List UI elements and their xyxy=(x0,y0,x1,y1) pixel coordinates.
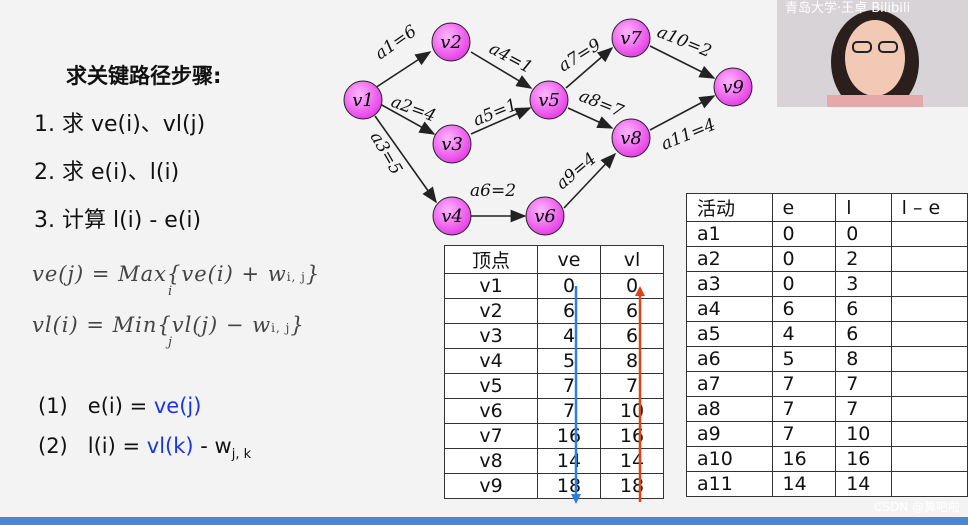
svg-text:v9: v9 xyxy=(722,77,744,98)
step-1: 1. 求 ve(i)、vl(j) xyxy=(34,112,206,137)
watermark: CSDN @算吧啦 xyxy=(873,500,960,514)
step-2: 2. 求 e(i)、l(i) xyxy=(34,160,180,185)
node-v5: v5 xyxy=(529,80,569,120)
header-e: e xyxy=(771,193,837,222)
bottom-bar xyxy=(0,517,968,525)
svg-text:v2: v2 xyxy=(440,32,462,53)
node-v6: v6 xyxy=(525,196,565,236)
node-v7: v7 xyxy=(611,18,651,58)
edge-label: a2=4 xyxy=(388,92,438,127)
edge-a5 xyxy=(470,107,532,135)
header-l-minus-e: l – e xyxy=(890,193,968,222)
svg-text:v4: v4 xyxy=(441,206,463,227)
vertex-table-arrows xyxy=(571,286,645,504)
aoe-graph: a1=6 a2=4 a3=5 a4=1 a5=1 a6=2 a7=9 a8=7 … xyxy=(343,18,753,236)
svg-text:v1: v1 xyxy=(352,90,374,111)
edge-a7 xyxy=(565,46,614,89)
webcam-caption: 青岛大学·王卓 Bilibili xyxy=(785,0,910,16)
edge-a8 xyxy=(567,107,614,129)
svg-text:v6: v6 xyxy=(534,206,556,227)
node-v8: v8 xyxy=(611,118,651,158)
header-vertex: 顶点 xyxy=(444,245,538,274)
presenter-video: 青岛大学·王卓 Bilibili xyxy=(777,0,968,107)
svg-text:v5: v5 xyxy=(538,90,560,111)
edge-a1 xyxy=(374,51,432,89)
edge-a10 xyxy=(649,45,716,79)
edge-label: a3=5 xyxy=(366,129,406,179)
edge-label: a9=4 xyxy=(552,149,600,194)
webcam-overlay: 青岛大学·王卓 Bilibili xyxy=(777,0,968,107)
node-v4: v4 xyxy=(432,196,472,236)
equation-1: (1) e(i) = ve(j) xyxy=(38,394,202,418)
header-ve: ve xyxy=(537,245,601,274)
header-l: l xyxy=(835,193,892,222)
edge-label: a5=1 xyxy=(470,95,520,131)
equation-2: (2) l(i) = vl(k) - wj, k xyxy=(38,434,252,463)
node-v9: v9 xyxy=(713,67,753,107)
edge-label: a1=6 xyxy=(371,21,420,64)
header-vl: vl xyxy=(600,245,664,274)
svg-text:v3: v3 xyxy=(441,134,463,155)
edge-a4 xyxy=(470,51,533,89)
node-v1: v1 xyxy=(343,80,383,120)
ve-arrowhead-icon xyxy=(571,494,581,504)
edge-a9 xyxy=(563,152,617,209)
svg-text:v7: v7 xyxy=(620,28,642,49)
node-v2: v2 xyxy=(431,22,471,62)
edge-label: a6=2 xyxy=(470,181,516,201)
edge-a3 xyxy=(374,115,437,204)
edge-a11 xyxy=(649,95,716,131)
node-v3: v3 xyxy=(432,124,472,164)
edge-a2 xyxy=(379,103,436,135)
header-activity: 活动 xyxy=(686,193,773,222)
edge-label: a8=7 xyxy=(576,86,626,122)
edge-label: a10=2 xyxy=(654,22,714,62)
svg-text:v8: v8 xyxy=(620,128,642,149)
edge-label: a4=1 xyxy=(486,39,536,78)
step-3: 3. 计算 l(i) - e(i) xyxy=(34,208,202,233)
edge-label: a7=9 xyxy=(555,35,605,76)
page-title: 求关键路径步骤: xyxy=(66,64,222,88)
vl-arrowhead-icon xyxy=(635,286,645,296)
